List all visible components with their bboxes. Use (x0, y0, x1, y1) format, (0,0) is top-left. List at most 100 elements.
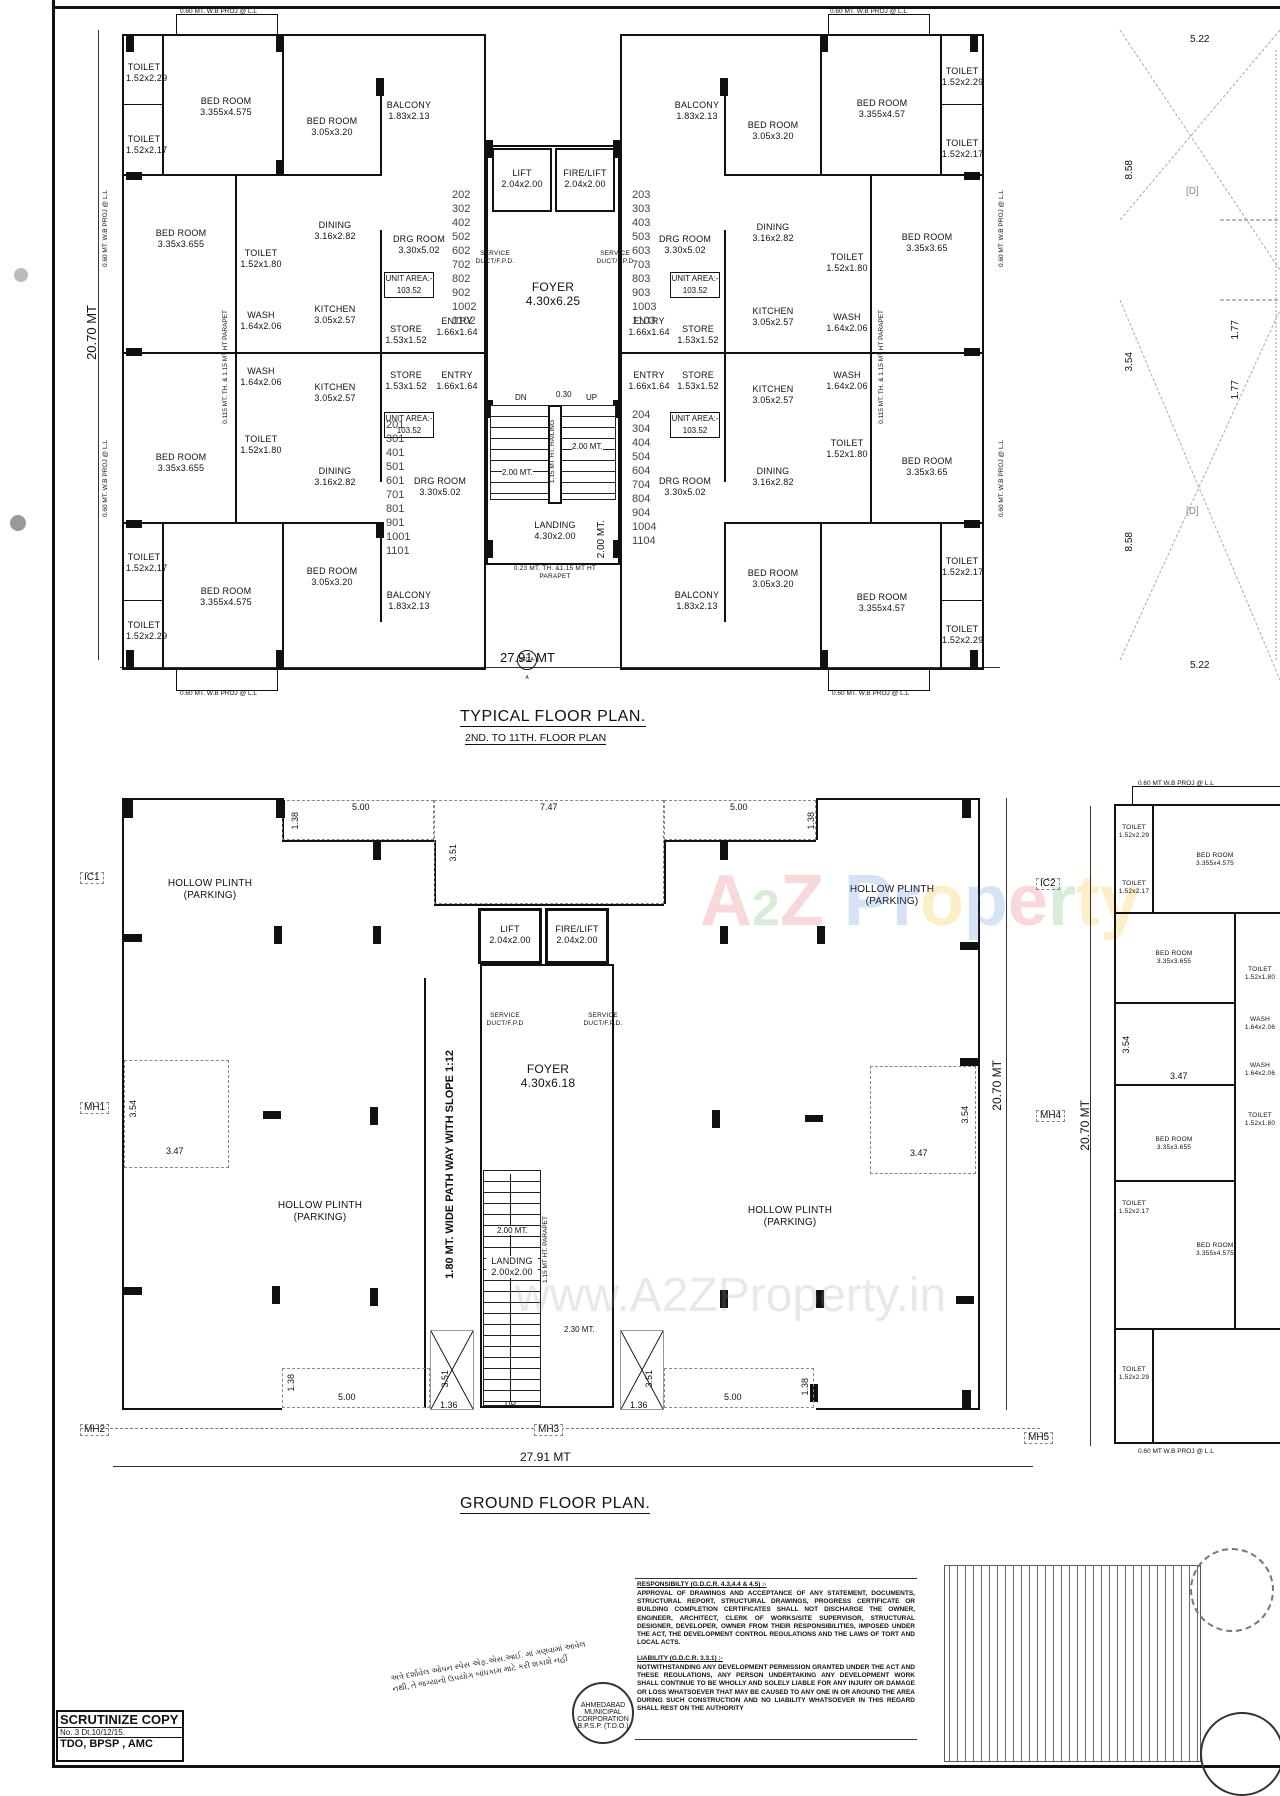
column (960, 942, 978, 950)
unit-area-box: UNIT AREA:-103.52 (384, 412, 434, 438)
wb-projection-label: 0.60 MT. W.B PROJ @ L.L (998, 190, 1005, 268)
wb-projection-label: 0.60 MT. W.B PROJ @ L.L (998, 440, 1005, 518)
dim-label: 8.58 (1124, 160, 1135, 180)
dim-label: 3.54 (1124, 352, 1135, 372)
partial-outline (1114, 804, 1280, 1444)
dim-label: 1.77 (1230, 380, 1241, 400)
wall (380, 230, 382, 354)
column (124, 1287, 142, 1295)
unit-area-box: UNIT AREA:-103.52 (384, 272, 434, 298)
width-dimension-line (113, 1466, 1033, 1467)
column (126, 520, 142, 528)
column (126, 172, 142, 180)
municipal-seal-icon (1200, 1712, 1280, 1796)
typical-floor-title: TYPICAL FLOOR PLAN. (460, 708, 646, 727)
municipal-seal-icon (1190, 1548, 1274, 1632)
parking-label-ne: HOLLOW PLINTH(PARKING) (849, 884, 935, 907)
rotated-text-block (944, 1565, 1201, 1762)
wall (820, 522, 822, 670)
wall (816, 1408, 978, 1410)
depth-dimension-line (98, 30, 99, 660)
column (962, 800, 971, 818)
column (370, 1107, 378, 1125)
wall (978, 798, 980, 1410)
wall (820, 34, 822, 174)
cutout-4-left (430, 1330, 474, 1410)
cutout-2-bottom-left (282, 1368, 430, 1408)
wall (380, 78, 382, 174)
service-duct-left-label: SERVICE DUCT/F.P.D (486, 1012, 524, 1027)
dim-top-center: 7.47 (540, 802, 558, 812)
dim-side-cutout-w: 3.47 (910, 1148, 928, 1158)
wall (122, 104, 162, 105)
cutout-width-label: 3.47 (1170, 1071, 1188, 1081)
stair-down-label: DN (515, 393, 527, 402)
column (613, 400, 622, 418)
column (960, 1058, 978, 1066)
column (376, 78, 384, 96)
column (720, 1290, 728, 1308)
fire-lift-shaft (555, 148, 615, 212)
overall-depth-label: 20.70 MT (1078, 1100, 1092, 1151)
column (272, 1286, 280, 1304)
dim-side-cutout-h: 3.54 (960, 1106, 970, 1124)
dim-top-side-h-right: 1.38 (806, 812, 816, 830)
wb-projection (1132, 786, 1280, 805)
column (820, 34, 828, 52)
wall (724, 230, 726, 354)
staircase (483, 1170, 541, 1406)
wall (235, 174, 237, 354)
scrutinize-copy-stamp: SCRUTINIZE COPY No. 3 Dt.10/12/15. TDO, … (56, 1710, 184, 1762)
wall (282, 34, 284, 174)
column (820, 650, 828, 668)
flight-right-label: 2.00 MT. (572, 442, 603, 451)
liability-body: NOTWITHSTANDING ANY DEVELOPMENT PERMISSI… (637, 1664, 915, 1713)
typical-floor-plan: 20.70 MT 27.91 MT (0, 0, 1005, 760)
column (962, 1390, 971, 1408)
wall (162, 522, 164, 670)
depth-dimension-line (1090, 806, 1091, 1446)
stair-up-label: UP (505, 1400, 517, 1409)
wall (724, 352, 726, 482)
wall (664, 840, 666, 904)
wb-projection-label: 0.60 MT W.B PROJ @ L.L (1138, 1448, 1214, 1455)
cutout-3 (434, 800, 664, 904)
wb-projection (828, 14, 930, 35)
unit-area-box: UNIT AREA:-103.52 (670, 272, 720, 298)
parking-label-se: HOLLOW PLINTH(PARKING) (747, 1205, 833, 1228)
railing-label: 1.15 MT HT. RAILING (549, 420, 556, 484)
column (964, 348, 980, 356)
dim-bottom-ramp-w: 1.36 (630, 1400, 648, 1410)
lift-shaft (492, 148, 552, 212)
dim-label: 8.58 (1124, 532, 1135, 552)
column (373, 926, 381, 944)
stamp-office: TDO, BPSP , AMC (60, 1738, 153, 1750)
gap-label: 2.30 MT. (564, 1325, 595, 1334)
dim-top-side-left: 5.00 (352, 802, 370, 812)
wall (724, 174, 984, 176)
service-duct-left-label: SERVICE DUCT/F.P.D. (475, 250, 515, 265)
wall (282, 840, 434, 842)
